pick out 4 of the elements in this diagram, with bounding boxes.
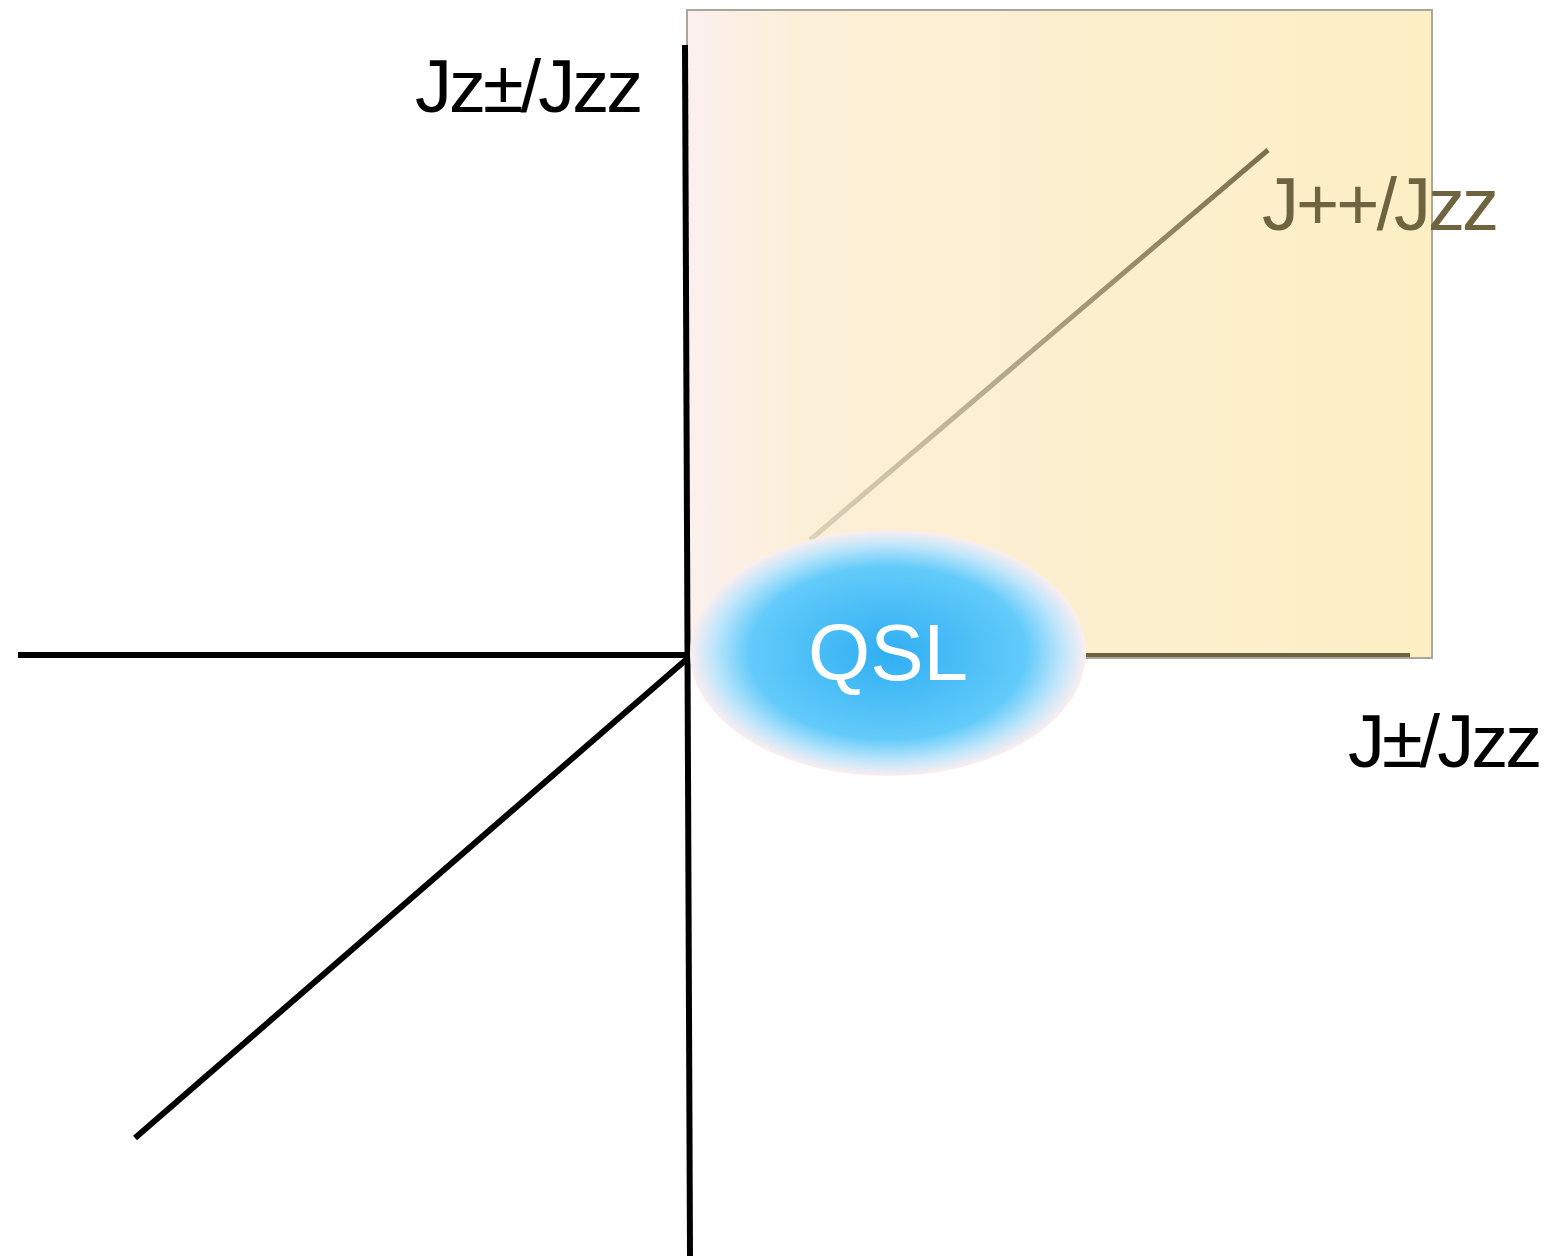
qsl-ellipse xyxy=(690,530,1086,776)
axis-label: J±/Jzz xyxy=(1348,705,1540,779)
axis-label: Jz±/Jzz xyxy=(415,50,641,124)
node-label: QSL xyxy=(806,613,970,693)
